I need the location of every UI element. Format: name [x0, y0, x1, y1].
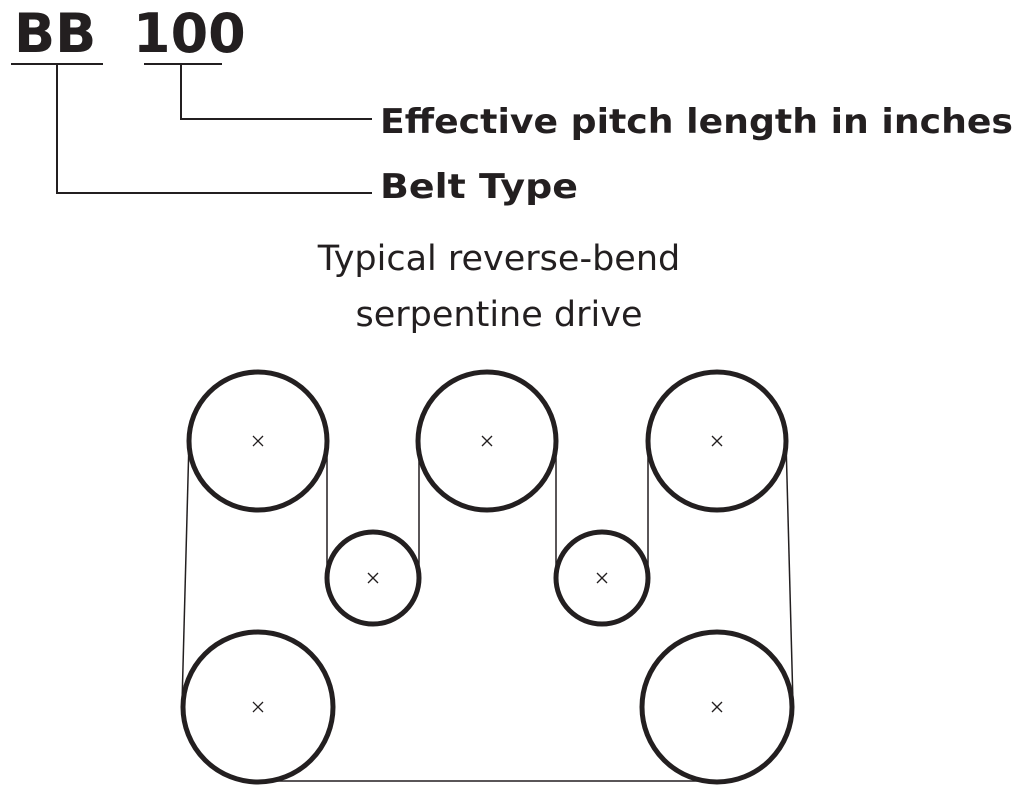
x-center-mark-icon [596, 572, 608, 584]
pulley-bottom-left [180, 629, 336, 785]
belt-segment-right [785, 440, 794, 705]
type-leader-line [56, 64, 372, 194]
x-center-mark-icon [252, 701, 264, 713]
leader-lines [56, 64, 372, 194]
x-center-mark-icon [252, 435, 264, 447]
pulley-top-right [645, 369, 789, 513]
pulley-top-middle [415, 369, 559, 513]
pulley-bottom-right [639, 629, 795, 785]
designation-code: BB 100 [11, 2, 246, 65]
x-center-mark-icon [711, 435, 723, 447]
pulley-top-left [186, 369, 330, 513]
x-center-mark-icon [481, 435, 493, 447]
belt-segment-left [181, 440, 190, 705]
length-label: Effective pitch length in inches [380, 102, 1013, 142]
pulleys [180, 369, 795, 785]
caption-line-1: Typical reverse-bend [317, 239, 680, 279]
idler-pulley-left [324, 529, 422, 627]
caption-line-2: serpentine drive [356, 295, 643, 335]
length-code: 100 [133, 2, 246, 65]
belt [181, 440, 794, 782]
x-center-mark-icon [711, 701, 723, 713]
type-label: Belt Type [380, 167, 578, 207]
belt-type-code: BB [14, 2, 96, 65]
x-center-mark-icon [367, 572, 379, 584]
idler-pulley-right [553, 529, 651, 627]
length-leader-line [180, 64, 372, 120]
